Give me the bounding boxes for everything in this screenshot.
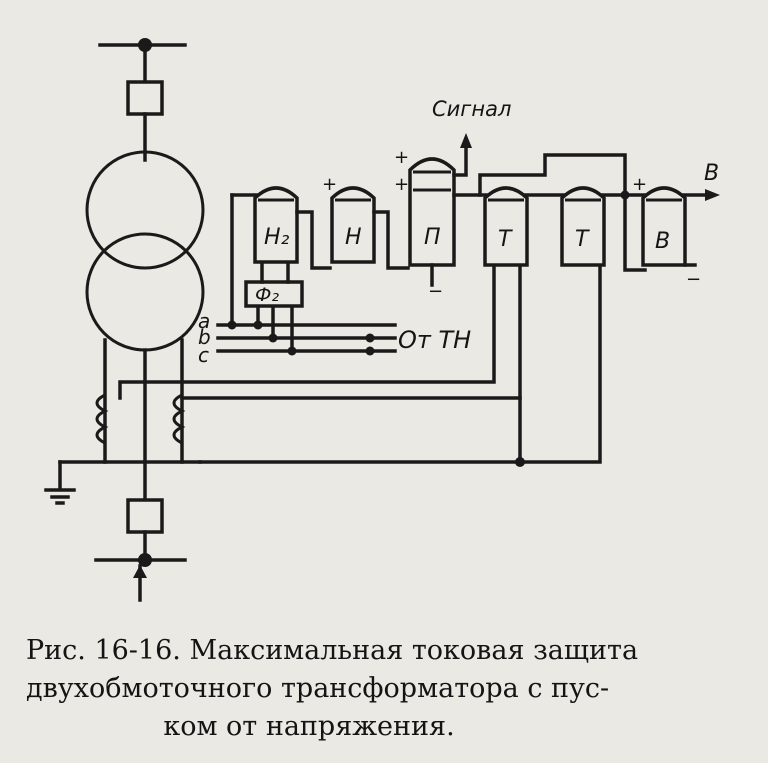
relay-b-plus: + (632, 174, 647, 195)
relay-p: П (408, 157, 456, 267)
filter-f2 (244, 280, 304, 308)
current-transformer-left (95, 393, 109, 445)
relay-h-plus: + (322, 174, 337, 195)
caption-line-3: ком от напряжения. (163, 711, 455, 742)
relay-t1-label: Т (498, 227, 513, 252)
filter-f2-label: Ф₂ (255, 284, 279, 306)
relay-t1: Т (483, 186, 529, 267)
power-transformer (85, 150, 205, 352)
relay-t2: Т (560, 186, 606, 267)
relay-h: H (330, 186, 376, 264)
top-breaker (126, 80, 164, 116)
top-busbar (98, 38, 187, 84)
relay-h2-label: H₂ (264, 225, 290, 250)
relay-p-label: П (424, 225, 441, 250)
relay-p-plus-side: + (394, 174, 409, 195)
bottom-busbar (94, 553, 187, 602)
relay-p-minus: − (428, 281, 443, 302)
figure-caption: Рис. 16-16. Максимальная токовая защита … (26, 632, 742, 746)
relay-h2: H₂ (253, 186, 299, 264)
phase-a-label: a (198, 309, 210, 333)
ground-symbol (44, 488, 76, 505)
from-vt-label: От ТН (398, 326, 471, 354)
signal-label: Сигнал (432, 97, 511, 121)
relay-protection-schematic: a b c От ТН Ф₂ H₂ + H + + П − Сигнал (44, 38, 720, 602)
relay-t2-label: Т (575, 227, 590, 252)
relay-b-minus: − (686, 269, 701, 290)
phase-b-label: b (198, 325, 211, 349)
voltage-bus (216, 320, 397, 356)
relay-b: В (641, 186, 687, 267)
relay-h-label: H (345, 225, 362, 250)
current-transformer-right (172, 393, 186, 445)
breaker-output-label: В (704, 161, 719, 186)
caption-line-1: Рис. 16-16. Максимальная токовая защита (26, 635, 639, 666)
phase-c-label: c (198, 343, 209, 367)
relay-b-label: В (655, 229, 670, 254)
relay-p-plus-top: + (394, 147, 409, 168)
caption-line-2: двухобмоточного трансформатора с пус- (26, 673, 610, 704)
bottom-breaker (126, 498, 164, 534)
